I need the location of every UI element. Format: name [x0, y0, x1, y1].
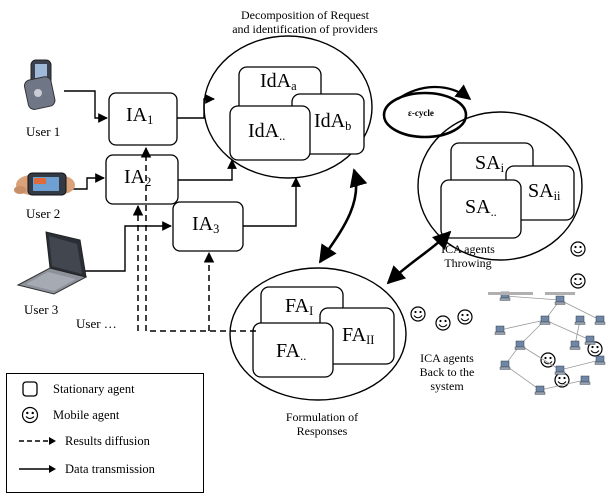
- idab-label: IdAb: [314, 110, 352, 134]
- network-illustration: [488, 291, 606, 395]
- legend-mobile: Mobile agent: [17, 404, 119, 426]
- computer-icon: [594, 355, 606, 365]
- computer-icon: [574, 315, 586, 325]
- user2-to-ia2-arrow: [70, 173, 105, 190]
- user2-label: User 2: [26, 206, 61, 221]
- mobile-agent-smiley: [410, 306, 426, 322]
- legend-mobile-label: Mobile agent: [53, 407, 120, 422]
- ia1-label: IA1: [126, 104, 154, 128]
- computer-icon: [554, 295, 566, 305]
- ida-dots-label: IdA..: [248, 120, 286, 144]
- computer-icon: [534, 385, 546, 395]
- computer-icon: [584, 335, 596, 345]
- ica-throwing-line2: Throwing: [444, 256, 492, 270]
- ica-back-line2: Back to the: [419, 365, 475, 379]
- user1-to-ia1-arrow: [64, 90, 108, 123]
- ica-back-line1: ICA agents: [420, 351, 474, 365]
- computer-icon: [569, 340, 581, 350]
- user3-label: User 3: [24, 302, 59, 317]
- computer-icon: [539, 315, 551, 325]
- mobile-agent-smiley: [435, 315, 451, 331]
- legend: Stationary agent Mobile agent Results di…: [6, 373, 204, 493]
- ia2-label: IA2: [124, 166, 152, 190]
- ica-throwing-label: ICA agents Throwing: [418, 242, 518, 270]
- ia3-label: IA3: [192, 213, 220, 237]
- fai-label: FAI: [285, 295, 314, 319]
- service-ellipse: [417, 111, 583, 261]
- decomposition-formulation-double-arrow: [318, 168, 368, 264]
- ia1-to-decomposition-arrow: [177, 94, 215, 119]
- legend-diffusion-label: Results diffusion: [65, 433, 150, 448]
- decomposition-title-line2: and identification of providers: [232, 22, 378, 36]
- user1-label: User 1: [26, 124, 61, 139]
- mobile-phone-icon: [24, 59, 56, 110]
- dashed-arrow-icon: [17, 432, 57, 450]
- sai-label: SAi: [475, 152, 505, 176]
- idaa-label: IdAa: [260, 70, 297, 94]
- saii-label: SAii: [528, 180, 561, 204]
- legend-stationary: Stationary agent: [17, 378, 135, 400]
- ia3-to-decomposition-arrow: [243, 177, 301, 227]
- mobile-agent-smiley: [570, 273, 586, 289]
- legend-transmission-label: Data transmission: [65, 461, 155, 476]
- laptop-icon: [16, 231, 88, 295]
- formulation-title-line1: Formulation of: [285, 410, 359, 424]
- mobile-agent-smiley: [540, 352, 556, 368]
- computer-icon: [514, 340, 526, 350]
- mobile-agent-smiley: [457, 309, 473, 325]
- fa-dots-box: [252, 322, 334, 378]
- legend-stationary-label: Stationary agent: [53, 381, 135, 396]
- formulation-service-double-arrow: [386, 230, 452, 285]
- mobile-agents-group: [410, 241, 603, 388]
- solid-arrow-icon: [17, 460, 57, 478]
- formulation-title: Formulation of Responses: [262, 410, 382, 438]
- decomposition-title: Decomposition of Request and identificat…: [205, 8, 405, 36]
- fa-dots-label: FA..: [276, 340, 307, 364]
- mobile-agent-icon: [17, 406, 43, 424]
- ica-back-line3: system: [430, 379, 464, 393]
- sa-dots-box: [440, 179, 522, 239]
- sa-dots-label: SA..: [465, 196, 497, 220]
- user-more-label: User …: [76, 316, 117, 331]
- results-diffusion-line: [140, 146, 256, 332]
- epsilon-cycle-arrow: [397, 84, 472, 100]
- ida-dots-box: [229, 105, 311, 161]
- computer-icon: [579, 375, 591, 385]
- stationary-agent-icon: [17, 380, 43, 398]
- ia1-box: [108, 92, 178, 146]
- ica-throwing-line1: ICA agents: [441, 242, 495, 256]
- ia2-to-decomposition-arrow: [178, 159, 237, 181]
- decomposition-title-line1: Decomposition of Request: [241, 8, 369, 22]
- formulation-title-line2: Responses: [296, 424, 348, 438]
- legend-diffusion: Results diffusion: [17, 430, 150, 452]
- faii-label: FAII: [342, 324, 375, 348]
- computer-icon: [594, 315, 606, 325]
- ica-back-label: ICA agents Back to the system: [407, 351, 487, 393]
- legend-transmission: Data transmission: [17, 458, 155, 480]
- formulation-ellipse: [229, 267, 407, 401]
- epsilon-cycle-ellipse: [382, 91, 468, 139]
- handheld-device-icon: [14, 172, 75, 196]
- user3-to-ia3-arrow: [84, 221, 172, 272]
- mobile-agent-smiley: [570, 241, 586, 257]
- computer-icon: [499, 360, 511, 370]
- computer-icon: [494, 325, 506, 335]
- computer-icon: [554, 365, 566, 375]
- cycle-label: ε-cycle: [408, 108, 434, 118]
